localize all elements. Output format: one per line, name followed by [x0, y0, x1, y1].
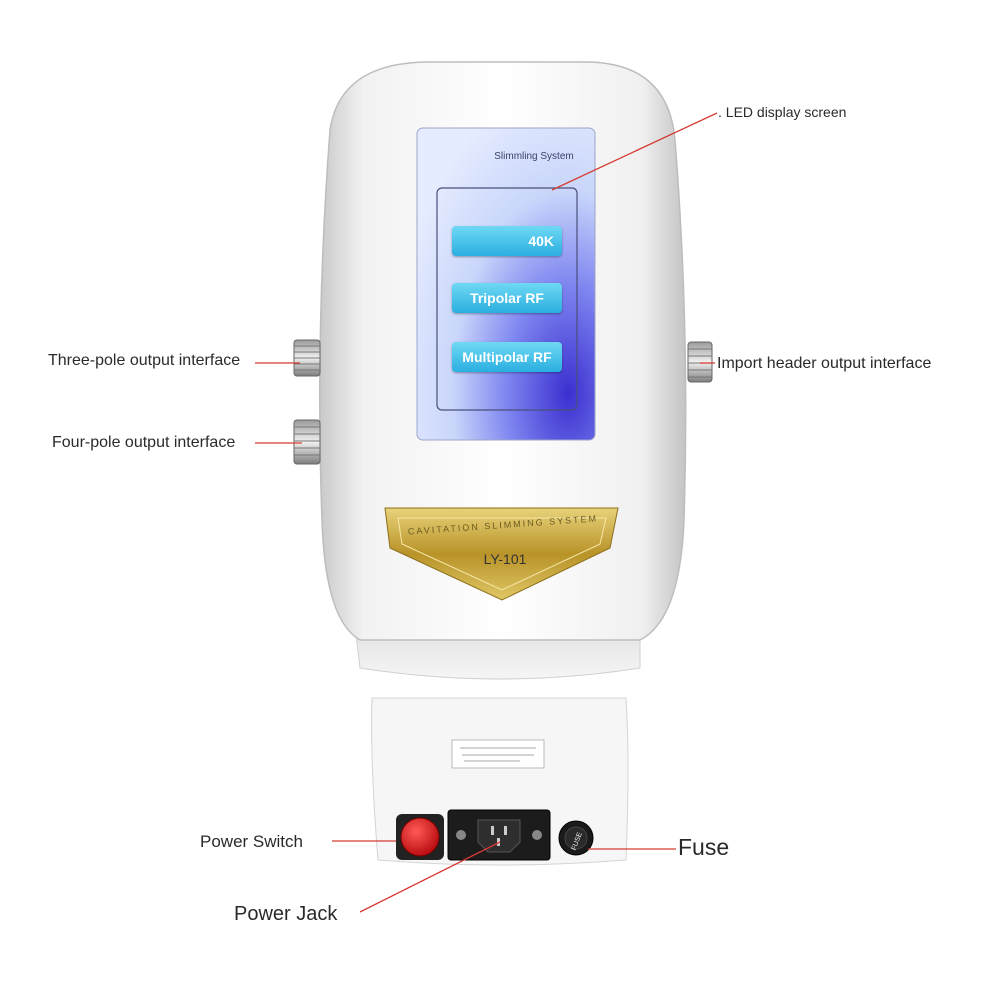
callout-import-header: Import header output interface — [717, 355, 932, 372]
badge-model-text: LY-101 — [483, 551, 527, 567]
four-pole-connector — [293, 419, 321, 465]
screen-title: Slimmling System — [494, 151, 574, 162]
callout-power-jack: Power Jack — [234, 903, 338, 925]
callout-power-switch: Power Switch — [200, 832, 303, 851]
three-pole-connector — [293, 339, 321, 377]
screen-inner-panel — [436, 187, 578, 411]
button-40k[interactable]: 40K — [452, 226, 562, 256]
rating-label — [451, 739, 545, 769]
brand-badge — [384, 507, 619, 601]
button-tripolar-rf[interactable]: Tripolar RF — [452, 283, 562, 313]
callout-three-pole: Three-pole output interface — [48, 352, 241, 369]
callout-four-pole: Four-pole output interface — [52, 434, 236, 451]
callout-led-screen: . LED display screen — [718, 104, 847, 120]
import-header-connector — [687, 341, 713, 383]
power-switch — [400, 817, 440, 857]
leader-lines — [255, 112, 718, 913]
button-multipolar-rf[interactable]: Multipolar RF — [452, 342, 562, 372]
callout-fuse: Fuse — [678, 834, 730, 860]
